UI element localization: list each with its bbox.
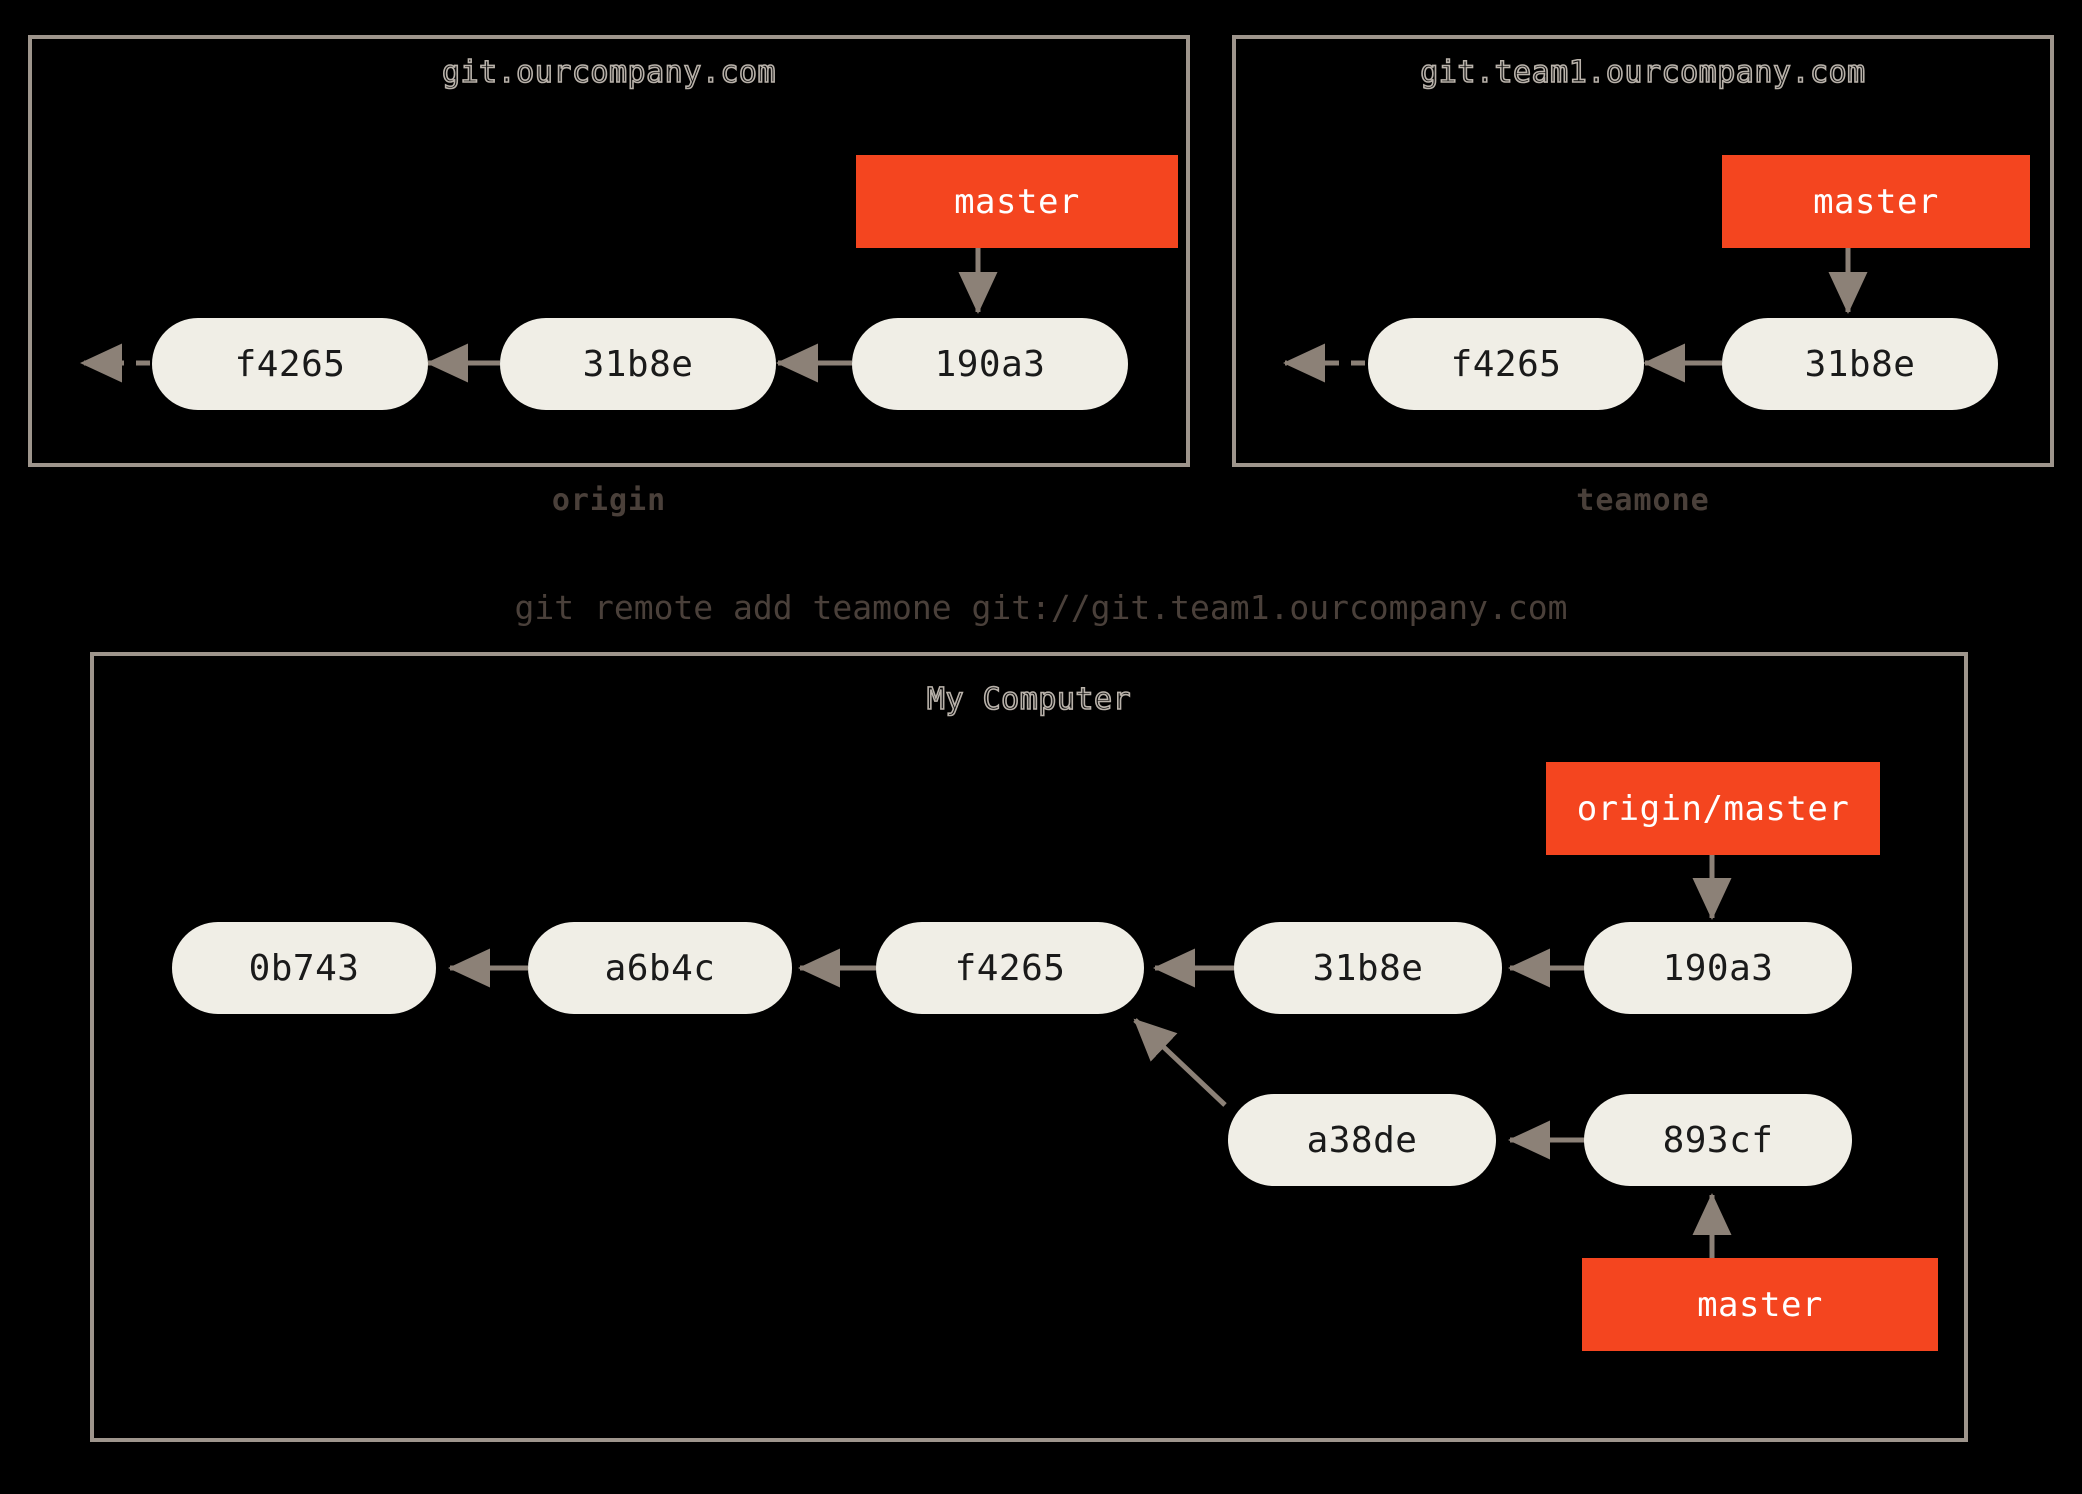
- branch-label-origin-master-local[interactable]: origin/master: [1546, 762, 1880, 855]
- commit-node-31b8e[interactable]: 31b8e: [500, 318, 776, 410]
- commit-node-local-190a3[interactable]: 190a3: [1584, 922, 1852, 1014]
- panel-origin-caption: origin: [551, 483, 667, 518]
- branch-label-master-local[interactable]: master: [1582, 1258, 1938, 1351]
- command-text: git remote add teamone git://git.team1.o…: [514, 588, 1568, 627]
- commit-node-teamone-31b8e[interactable]: 31b8e: [1722, 318, 1998, 410]
- panel-my-computer: [90, 652, 1968, 1442]
- branch-label-origin-master[interactable]: master: [856, 155, 1178, 248]
- commit-node-0b743[interactable]: 0b743: [172, 922, 436, 1014]
- panel-teamone-caption: teamone: [1576, 483, 1710, 518]
- branch-label-teamone-master[interactable]: master: [1722, 155, 2030, 248]
- panel-teamone: [1232, 35, 2054, 467]
- panel-origin: [28, 35, 1190, 467]
- commit-node-a38de[interactable]: a38de: [1228, 1094, 1496, 1186]
- commit-node-teamone-f4265[interactable]: f4265: [1368, 318, 1644, 410]
- panel-teamone-title: git.team1.ourcompany.com: [1419, 54, 1866, 91]
- commit-node-f4265[interactable]: f4265: [152, 318, 428, 410]
- commit-node-local-31b8e[interactable]: 31b8e: [1234, 922, 1502, 1014]
- commit-node-190a3[interactable]: 190a3: [852, 318, 1128, 410]
- commit-node-a6b4c[interactable]: a6b4c: [528, 922, 792, 1014]
- panel-origin-title: git.ourcompany.com: [441, 54, 777, 91]
- commit-node-local-f4265[interactable]: f4265: [876, 922, 1144, 1014]
- commit-node-893cf[interactable]: 893cf: [1584, 1094, 1852, 1186]
- panel-my-computer-title: My Computer: [926, 681, 1132, 718]
